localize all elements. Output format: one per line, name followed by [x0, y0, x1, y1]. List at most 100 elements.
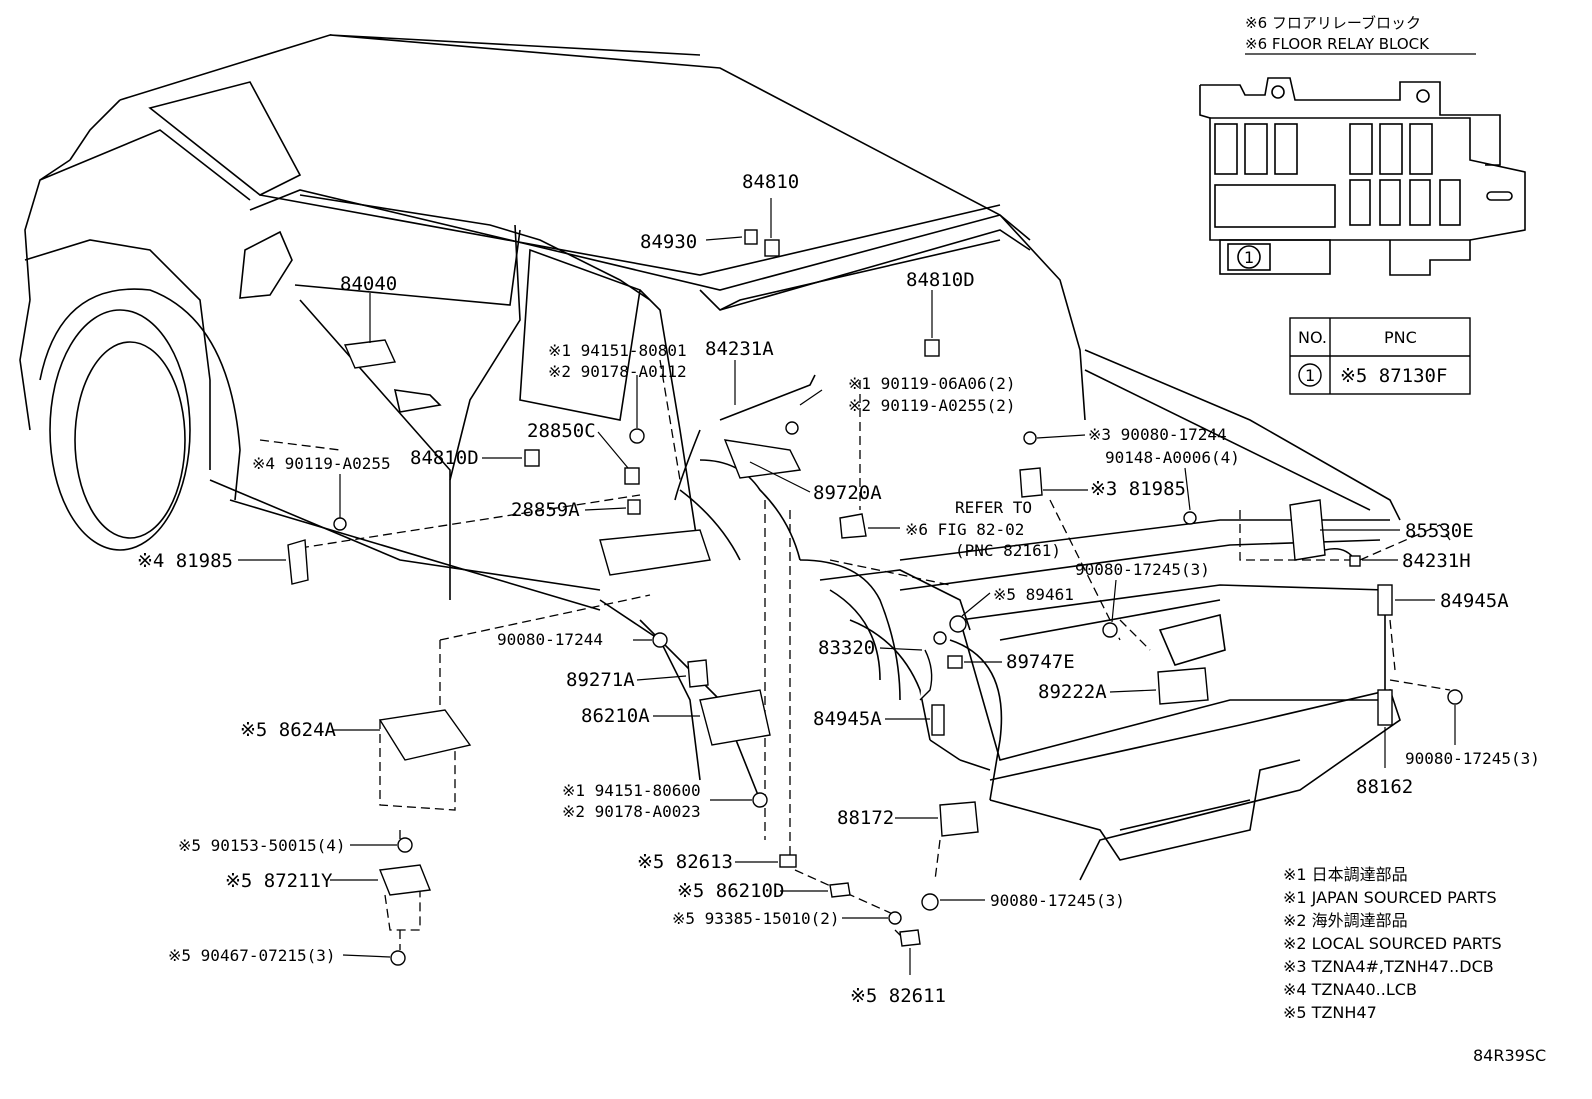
label-90119-a0255-4: ※4 90119-A0255: [252, 454, 391, 473]
label-89461: ※5 89461: [993, 585, 1074, 604]
label-93385-15010: ※5 93385-15010(2): [672, 909, 840, 928]
bolt-90119: [785, 421, 799, 435]
label-84930: 84930: [640, 231, 697, 253]
relay-82161: [839, 513, 867, 539]
label-90148-a0006: 90148-A0006(4): [1105, 448, 1240, 467]
ecu-89720a: [723, 439, 802, 479]
connector-84810d-top: [924, 339, 940, 357]
note-1-jp: ※1 日本調達部品: [1283, 865, 1408, 884]
label-88172: 88172: [837, 807, 894, 829]
label-90178-a0023: ※2 90178-A0023: [562, 802, 701, 821]
label-refer-line1: REFER TO: [955, 498, 1032, 517]
label-86210d: ※5 86210D: [677, 880, 784, 902]
pnc-table-header-no: NO.: [1298, 328, 1327, 347]
connector-82611: [899, 929, 921, 947]
label-84231a: 84231A: [705, 338, 774, 360]
switch-84945a-mid: [931, 704, 945, 736]
clip-28850c: [624, 467, 640, 485]
label-89720a: 89720A: [813, 482, 882, 504]
figure-code: 84R39SC: [1473, 1046, 1546, 1065]
label-28859a: 28859A: [511, 499, 580, 521]
label-84040: 84040: [340, 273, 397, 295]
label-82613: ※5 82613: [637, 851, 733, 873]
label-89222a: 89222A: [1038, 681, 1107, 703]
connector-89747e: [947, 655, 963, 669]
label-84810: 84810: [742, 171, 799, 193]
pnc-table-header-pnc: PNC: [1384, 328, 1417, 347]
pnc-table-row-no: 1: [1305, 366, 1315, 385]
harness-84231h: [1349, 555, 1361, 567]
label-8624a: ※5 8624A: [240, 719, 337, 741]
module-89271a: [687, 659, 709, 688]
label-refer-line2: ※6 FIG 82-02: [905, 520, 1024, 539]
note-2-en: ※2 LOCAL SOURCED PARTS: [1283, 934, 1502, 953]
note-2-jp: ※2 海外調達部品: [1283, 911, 1408, 930]
bolt-90119-a0255: [333, 517, 347, 531]
bolt-94151-80801: [629, 428, 645, 444]
label-90080-17245-center: 90080-17245(3): [1075, 560, 1210, 579]
label-84945a-mid: 84945A: [813, 708, 882, 730]
label-84810d-left: 84810D: [410, 447, 479, 469]
sensor-88162: [1377, 689, 1393, 726]
sensor-81985-left: [287, 539, 309, 585]
relay-block-title-en: ※6 FLOOR RELAY BLOCK: [1245, 35, 1430, 53]
switch-84945a-right: [1377, 584, 1393, 616]
label-90153-50015: ※5 90153-50015(4): [178, 836, 346, 855]
connector-84810: [764, 239, 780, 257]
label-84231h: 84231H: [1402, 550, 1471, 572]
vehicle-outline: [19, 34, 1401, 881]
label-28850c: 28850C: [527, 420, 596, 442]
label-90080-17245-right: 90080-17245(3): [1405, 749, 1540, 768]
relay-block-circle-no: 1: [1244, 248, 1254, 267]
floor-relay-block-inset: ※6 フロアリレーブロック ※6 FLOOR RELAY BLOCK 1: [1199, 14, 1526, 276]
relay-block-title-jp: ※6 フロアリレーブロック: [1245, 14, 1421, 32]
cover-86210d: [829, 882, 851, 898]
module-86210a: [699, 689, 771, 746]
pnc-table: NO. PNC 1 ※5 87130F: [1289, 317, 1471, 395]
label-90080-17244-right: ※3 90080-17244: [1088, 425, 1227, 444]
bolt-90080-17244-right: [1023, 431, 1037, 445]
bolt-90148-a0006: [1183, 511, 1197, 525]
sensor-81985-right: [1019, 467, 1043, 498]
note-5: ※5 TZNH47: [1283, 1003, 1377, 1022]
label-90080-17244-left: 90080-17244: [497, 630, 603, 649]
label-89271a: 89271A: [566, 669, 635, 691]
note-1-en: ※1 JAPAN SOURCED PARTS: [1283, 888, 1497, 907]
socket-85530e: [1289, 499, 1326, 561]
label-90080-17245-bottom: 90080-17245(3): [990, 891, 1125, 910]
leader-lines: [238, 198, 1456, 975]
label-94151-80600: ※1 94151-80600: [562, 781, 701, 800]
label-82611: ※5 82611: [850, 985, 946, 1007]
switch-84040: [343, 339, 397, 369]
clip-28859a: [627, 499, 641, 515]
label-89747e: 89747E: [1006, 651, 1075, 673]
connector-82613: [779, 854, 797, 868]
label-90178-a0112: ※2 90178-A0112: [548, 362, 687, 381]
label-94151-80801: ※1 94151-80801: [548, 341, 687, 360]
sensor-89461: [949, 615, 967, 633]
note-4: ※4 TZNA40..LCB: [1283, 980, 1417, 999]
label-84810d-top: 84810D: [906, 269, 975, 291]
label-90119-a0255-2: ※2 90119-A0255(2): [848, 396, 1016, 415]
pnc-table-row-pnc: ※5 87130F: [1340, 365, 1447, 387]
connector-84810d-left: [524, 449, 540, 467]
module-8624a: [378, 709, 472, 761]
label-87211y: ※5 87211Y: [225, 870, 333, 892]
label-81985-left: ※4 81985: [137, 550, 233, 572]
part-labels: 84810 84930 84040 84810D 84231A ※1 94151…: [137, 171, 1540, 1007]
connector-84930: [744, 229, 758, 245]
label-83320: 83320: [818, 637, 875, 659]
label-85530e: 85530E: [1405, 520, 1474, 542]
note-3: ※3 TZNA4#,TZNH47..DCB: [1283, 957, 1494, 976]
part-shapes: [287, 229, 1463, 966]
label-90467-07215: ※5 90467-07215(3): [168, 946, 336, 965]
sensor-88172: [939, 801, 979, 837]
label-88162: 88162: [1356, 776, 1413, 798]
bracket-87211y: [379, 864, 431, 896]
module-89222a: [1157, 667, 1209, 705]
label-84945a-right: 84945A: [1440, 590, 1509, 612]
relay-block-drawing: 1: [1199, 77, 1526, 276]
footnotes: ※1 日本調達部品 ※1 JAPAN SOURCED PARTS ※2 海外調達…: [1283, 865, 1502, 1022]
battery-unit: [599, 529, 711, 576]
